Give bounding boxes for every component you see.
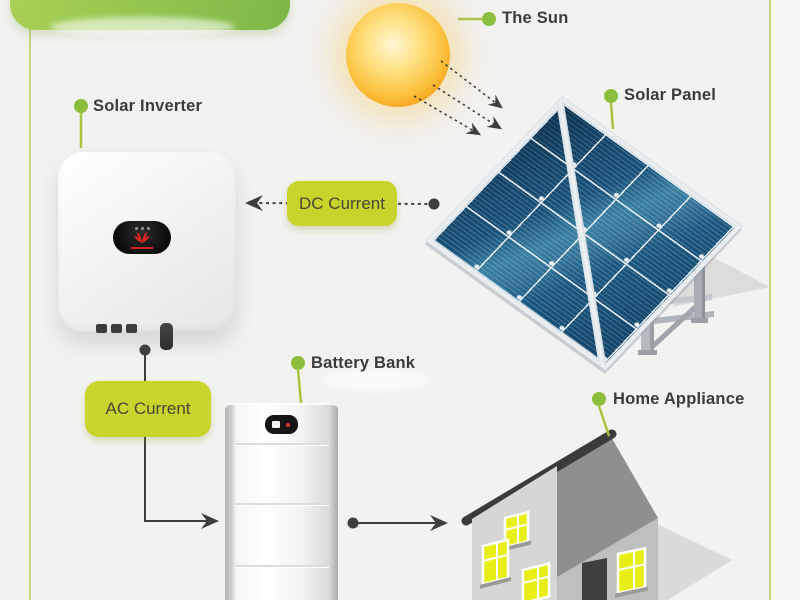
leader-dots [74,12,618,406]
dc-current-tag: DC Current [287,181,397,226]
label-solar-panel: Solar Panel [624,86,717,104]
dc-current-label: DC Current [299,193,385,213]
inverter-display [113,221,171,254]
house-window [615,546,648,598]
battery-bank-illustration [225,403,338,600]
ac-current-tag: AC Current [85,381,211,437]
solar-inverter-illustration [58,152,236,350]
battery-led [286,423,290,427]
battery-divider [234,443,329,445]
label-solar-inverter: Solar Inverter [93,97,203,115]
house-window [480,538,511,589]
label-battery-bank: Battery Bank [311,354,416,372]
inverter-port [96,324,107,333]
cloud-shape [322,368,430,392]
inverter-led [135,227,138,230]
house-door [582,558,607,600]
inverter-display-line [131,247,153,249]
house-window [521,561,551,600]
vertical-accent-line-left [29,28,31,600]
brand-logo-icon [134,232,150,243]
leader-lines [79,17,615,437]
sun-rays [413,60,503,136]
inverter-led [141,227,144,230]
battery-divider [234,503,329,505]
background-right-strip [770,0,800,600]
battery-to-house-line [347,515,448,531]
battery-divider [234,565,329,567]
ac-current-label: AC Current [105,399,191,418]
inverter-port [111,324,122,333]
label-home-appliance: Home Appliance [613,390,745,408]
label-the-sun: The Sun [502,9,569,27]
inverter-cable-gland [160,323,173,350]
house-illustration [461,429,732,600]
vertical-accent-line-right [769,0,771,600]
sun-illustration [346,3,450,107]
inverter-port [126,324,137,333]
battery-indicator [272,421,280,428]
battery-display [265,415,298,434]
inverter-led [147,227,150,230]
cloud-shape [50,17,235,37]
